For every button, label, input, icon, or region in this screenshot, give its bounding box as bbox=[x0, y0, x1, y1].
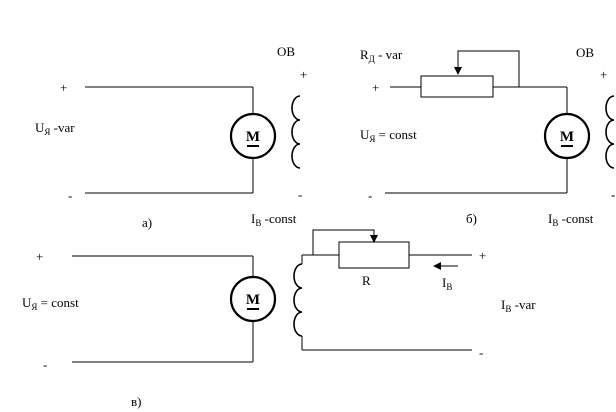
field-winding-coil bbox=[293, 263, 303, 337]
diagram-b: M + - RД - var UЯ = const ОВ + - IВ -con… bbox=[360, 45, 615, 228]
plus-sign: + bbox=[60, 80, 67, 95]
diagram-caption: б) bbox=[466, 211, 477, 226]
right-minus-sign: - bbox=[479, 345, 483, 360]
plus-sign: + bbox=[372, 80, 379, 95]
armature-voltage-label: UЯ = const bbox=[360, 127, 417, 144]
field-current-label: IВ -const bbox=[251, 211, 297, 228]
armature-voltage-label: UЯ -var bbox=[35, 120, 75, 137]
current-arrow-label: IВ bbox=[442, 275, 452, 292]
rheostat-body bbox=[420, 75, 494, 98]
diagram-caption: в) bbox=[131, 394, 141, 409]
minus-sign: - bbox=[43, 357, 47, 372]
field-winding-label: ОВ bbox=[576, 45, 594, 60]
rheostat-label: RД - var bbox=[360, 47, 403, 64]
field-winding-label: ОВ bbox=[277, 44, 295, 59]
field-current-label: IВ -var bbox=[501, 297, 536, 314]
rheostat-body bbox=[338, 241, 410, 269]
motor-label: M bbox=[246, 292, 260, 308]
diagram-v: M + - UЯ = const R IВ + - IВ -var в) bbox=[22, 229, 536, 409]
rheostat-label: R bbox=[362, 273, 371, 288]
motor-label: M bbox=[246, 129, 260, 145]
field-plus-sign: + bbox=[300, 67, 307, 82]
field-winding-coil bbox=[291, 95, 301, 169]
field-minus-sign: - bbox=[298, 187, 302, 202]
minus-sign: - bbox=[68, 188, 72, 203]
diagram-caption: а) bbox=[142, 215, 152, 230]
rheostat-slider-wire bbox=[457, 50, 520, 87]
motor-symbol bbox=[543, 112, 591, 160]
armature-voltage-label: UЯ = const bbox=[22, 295, 79, 312]
field-minus-sign: - bbox=[611, 187, 615, 202]
field-winding-coil bbox=[605, 95, 615, 169]
motor-symbol bbox=[229, 275, 277, 323]
field-plus-sign: + bbox=[600, 67, 607, 82]
motor-symbol bbox=[229, 112, 277, 160]
diagram-a: M + - UЯ -var ОВ + - IВ -const а) bbox=[35, 44, 307, 230]
minus-sign: - bbox=[368, 188, 372, 203]
plus-sign: + bbox=[36, 249, 43, 264]
right-plus-sign: + bbox=[479, 248, 486, 263]
motor-label: M bbox=[560, 129, 574, 145]
field-current-label: IВ -const bbox=[548, 211, 594, 228]
